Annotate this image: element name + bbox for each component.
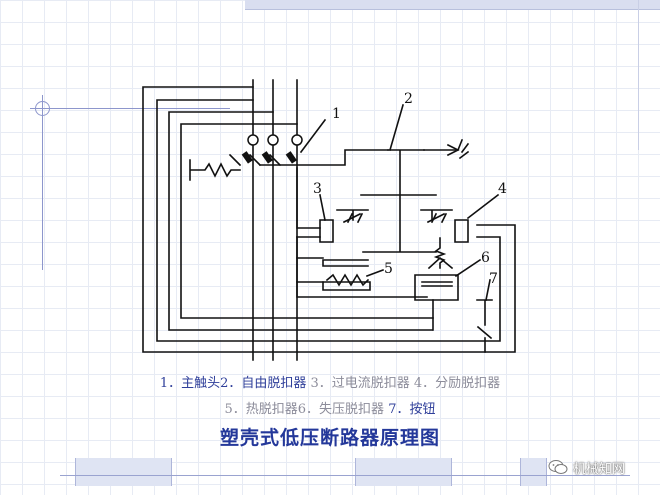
watermark-text: 机械知网 <box>573 461 626 477</box>
contact-block <box>285 151 297 164</box>
left-spring <box>189 159 241 181</box>
coil3-feed <box>296 167 321 229</box>
label-3: 3 <box>313 181 322 197</box>
leader-7 <box>485 279 491 301</box>
loop-4 <box>180 123 434 319</box>
label-1: 1 <box>332 106 341 122</box>
left-decor-horizontal <box>30 108 230 109</box>
legend-item-button: 7．按钮 <box>384 402 436 417</box>
diagram-title: 塑壳式低压断路器原理图 <box>219 427 440 449</box>
loop-2 <box>156 99 501 342</box>
contact-block <box>261 151 273 164</box>
legend-line-2: 5．热脱扣器6．失压脱扣器 7．按钮 <box>0 398 660 417</box>
lower-feed <box>296 236 428 298</box>
legend-item-overcurrent: 3．过电流脱扣器 4．分励脱扣器 <box>306 376 501 391</box>
wechat-icon <box>548 460 568 474</box>
contact-ring <box>291 134 303 146</box>
bottom-decor-block-right <box>520 458 547 486</box>
leader-5 <box>365 268 385 278</box>
shunt-armature <box>420 209 453 224</box>
heater-zigzag <box>325 273 370 287</box>
overcurrent-coil <box>319 219 334 243</box>
label-6: 6 <box>481 250 490 266</box>
leader-6 <box>454 258 482 278</box>
bottom-decor-line <box>60 475 630 476</box>
undervoltage-armature <box>421 281 453 287</box>
contact-blades <box>228 153 282 167</box>
leader-1 <box>299 118 327 154</box>
watermark: 机械知网 <box>548 456 648 478</box>
bottom-decor-block-left <box>75 458 172 486</box>
leader-3 <box>319 194 326 221</box>
right-pivot-ground <box>456 138 470 160</box>
bottom-decor-block-mid <box>355 458 452 486</box>
label-4: 4 <box>498 181 507 197</box>
push-button <box>476 299 493 340</box>
contact-ring <box>247 134 259 146</box>
legend-line-1: 1．主触头2．自由脱扣器 3．过电流脱扣器 4．分励脱扣器 <box>0 372 660 391</box>
leader-2 <box>389 104 404 151</box>
loop-3 <box>168 111 433 331</box>
undervoltage-lever <box>427 256 454 270</box>
legend-item-main-contact: 1．主触头2．自由脱扣器 <box>159 376 307 391</box>
contact-block <box>241 151 253 164</box>
label-2: 2 <box>404 91 413 107</box>
leader-4 <box>466 193 500 220</box>
contact-ring <box>267 134 279 146</box>
latch-bar <box>259 149 456 166</box>
undervoltage-coil <box>414 274 459 301</box>
bimetal-strip <box>322 259 369 267</box>
overcurrent-armature <box>336 209 369 224</box>
top-decor-line <box>245 9 660 10</box>
shunt-coil <box>454 219 469 243</box>
label-5: 5 <box>384 261 393 277</box>
label-7: 7 <box>489 271 498 287</box>
heater-element <box>322 281 371 291</box>
outer-loop <box>142 86 516 353</box>
top-decor-band <box>245 0 660 9</box>
right-decor-rule <box>638 0 639 150</box>
left-decor-vertical <box>42 95 43 270</box>
undervoltage-spring <box>433 237 447 269</box>
legend-item-thermal: 5．热脱扣器6．失压脱扣器 <box>224 402 385 417</box>
left-decor-circle <box>35 101 50 116</box>
free-trip-mechanism <box>360 149 437 253</box>
